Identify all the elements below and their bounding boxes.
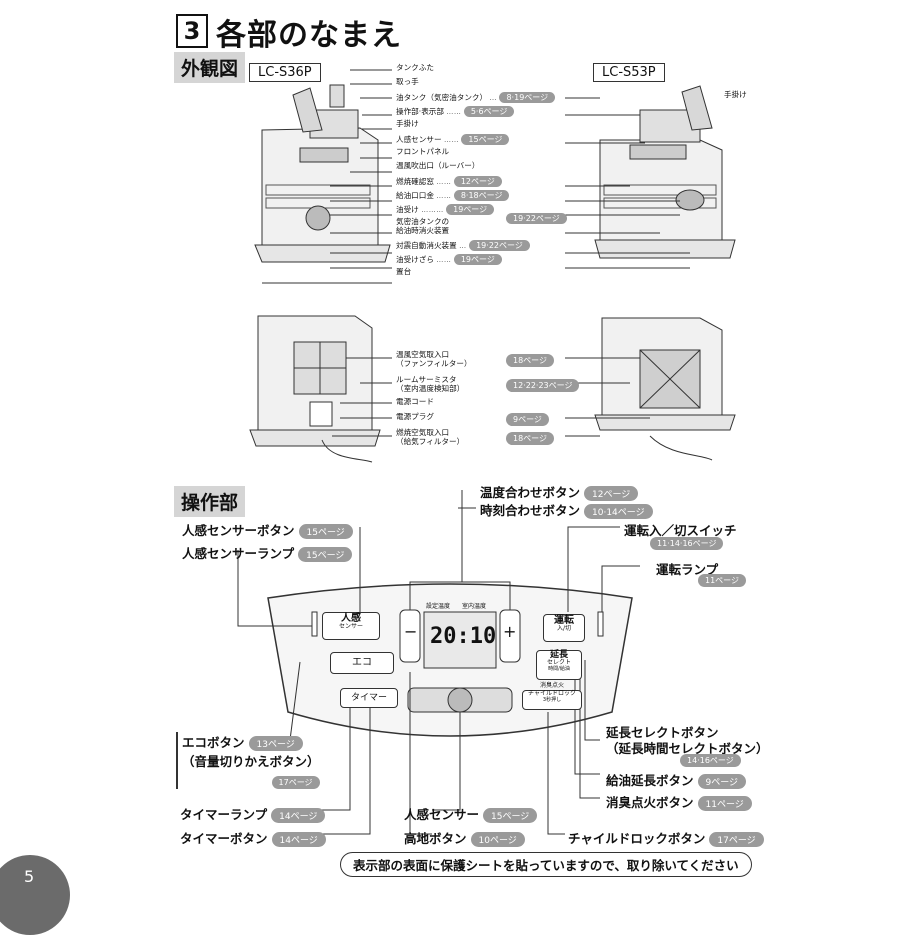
minus-button[interactable]: − — [404, 622, 418, 641]
page-ref: 8·18ページ — [453, 190, 510, 202]
callout-ext-select-sub: （延長時間セレクトボタン） — [606, 741, 769, 756]
deodorize-label: 消臭点火 — [540, 682, 565, 689]
label-air-intake: 燃焼空気取入口 （給気フィルター） — [396, 428, 465, 446]
page-ref: 5·6ページ — [463, 106, 515, 118]
exterior-heading: 外観図 — [174, 52, 246, 83]
page-number-badge: 5 — [0, 855, 70, 935]
label-handle: 取っ手 — [396, 77, 419, 86]
sensor-button[interactable]: 人感 センサー — [322, 612, 380, 640]
page-ref: 19·22ページ — [469, 240, 530, 252]
protective-sheet-notice: 表示部の表面に保護シートを貼っていますので、取り除いてください — [340, 852, 752, 877]
model-right: LC-S53P — [593, 63, 665, 82]
label-power-cord: 電源コード — [396, 397, 434, 406]
eco-button[interactable]: エコ — [330, 652, 394, 674]
label-grip: 手掛け — [396, 119, 419, 128]
room-temp-label: 室内温度 — [462, 603, 487, 610]
page-ref: 12·22·23ページ — [506, 379, 580, 392]
callout-ext-select: 延長セレクトボタン — [606, 725, 719, 740]
right-handle-label: 手掛け — [724, 90, 747, 99]
control-heading: 操作部 — [174, 486, 246, 517]
page-ref: 18ページ — [506, 432, 555, 445]
label-human-sensor: 人感センサー — [396, 135, 442, 144]
set-temp-label: 設定温度 — [426, 603, 451, 610]
page-number: 5 — [24, 867, 35, 886]
lcd-display: 20:10 — [430, 624, 497, 649]
label-oil-tank: 油タンク（気密油タンク） — [396, 93, 488, 102]
plus-button[interactable]: + — [503, 622, 517, 641]
label-oil-receiver: 油受け — [396, 205, 419, 214]
section-number: 3 — [176, 14, 208, 48]
page-ref: 19ページ — [446, 204, 495, 216]
extension-select-button[interactable]: 延長 セレクト 時間/給油 — [536, 650, 582, 680]
page-ref: 11·14·16ページ — [650, 537, 724, 550]
page-ref: 14·16ページ — [680, 754, 741, 767]
front-label-list: タンクふた 取っ手 油タンク（気密油タンク） … 8·19ページ 操作部·表示部… — [396, 63, 567, 282]
page-title: 各部のなまえ — [216, 18, 402, 53]
label-thermistor: ルームサーミスタ （室内温度検知部） — [396, 375, 465, 393]
page-ref: 19·22ページ — [506, 212, 567, 224]
page-ref: 8·19ページ — [499, 92, 556, 104]
page-ref: 18ページ — [506, 354, 555, 367]
timer-button[interactable]: タイマー — [340, 688, 398, 708]
callout-run-lamp: 運転ランプ — [656, 562, 719, 577]
model-left: LC-S36P — [249, 63, 321, 82]
heater-front-left-illustration — [254, 84, 391, 263]
callout-run-switch: 運転入／切スイッチ — [624, 523, 737, 538]
page-ref: 9ページ — [506, 413, 549, 426]
label-fill-cap: 給油口口金 — [396, 191, 434, 200]
label-oil-tray: 油受けざら — [396, 255, 434, 264]
page-ref: 19ページ — [453, 254, 502, 266]
label-quake: 対震自動消火装置 — [396, 241, 457, 250]
label-tank-cap: タンクふた — [396, 63, 434, 72]
child-lock-button[interactable]: チャイルドロック 3秒押し — [522, 690, 582, 710]
page-ref: 11ページ — [698, 574, 747, 587]
heater-front-right-illustration — [594, 85, 736, 259]
label-window: 燃焼確認窓 — [396, 177, 434, 186]
label-extinguish: 気密油タンクの 給油時消火装置 — [396, 217, 450, 235]
label-power-plug: 電源プラグ — [396, 412, 434, 421]
label-front-panel: フロントパネル — [396, 147, 450, 156]
label-fan-filter: 温風空気取入口 （ファンフィルター） — [396, 350, 472, 368]
heater-back-right-illustration — [594, 317, 736, 461]
run-switch[interactable]: 運転 入/切 — [543, 614, 585, 642]
heater-back-left-illustration — [249, 315, 381, 463]
page-ref: 12ページ — [453, 176, 502, 188]
label-control: 操作部·表示部 — [396, 107, 444, 116]
label-base: 置台 — [396, 267, 412, 276]
page-ref: 15ページ — [461, 134, 510, 146]
label-louver: 温風吹出口（ルーバー） — [396, 161, 480, 170]
